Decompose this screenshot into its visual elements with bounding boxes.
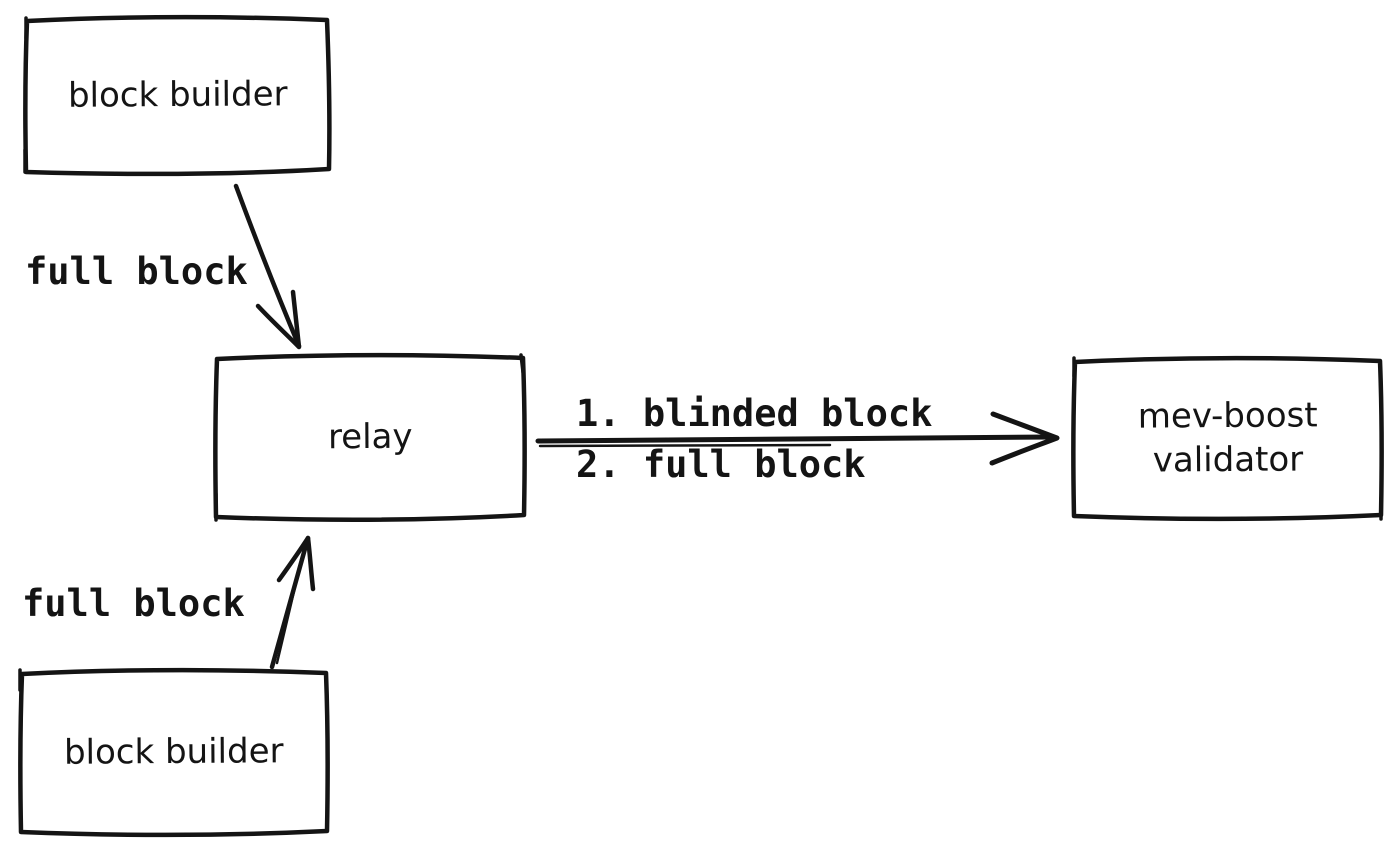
node-box-relay-overshoot	[214, 353, 525, 522]
edge-label-full-block-right[interactable]: 2. full block	[576, 443, 866, 486]
node-validator-label-line2: validator	[1152, 439, 1303, 482]
node-box-validator-overshoot	[1072, 356, 1383, 521]
node-relay[interactable]: relay	[215, 357, 525, 517]
edge-label-full-block-top[interactable]: full block	[25, 250, 248, 293]
arrow-relay-to-validator[interactable]	[535, 411, 1060, 466]
node-block-builder-top[interactable]: block builder	[25, 18, 330, 173]
arrow-bottom-builder-to-relay[interactable]	[269, 535, 316, 670]
node-box-block-builder-top[interactable]	[23, 14, 332, 177]
node-validator[interactable]: mev-boost validator	[1073, 360, 1382, 517]
node-block-builder-bottom-label: block builder	[64, 731, 284, 774]
node-box-block-builder-bottom[interactable]	[18, 667, 330, 838]
arrow-top-builder-to-relay[interactable]	[233, 183, 302, 350]
node-block-builder-bottom[interactable]: block builder	[20, 672, 328, 833]
node-block-builder-top-label: block builder	[67, 74, 288, 117]
node-validator-label: mev-boost validator	[1137, 394, 1317, 484]
node-box-block-builder-top-overshoot	[23, 16, 28, 174]
edge-label-blinded-block[interactable]: 1. blinded block	[576, 392, 933, 435]
node-box-relay[interactable]	[213, 352, 527, 523]
node-relay-label: relay	[327, 416, 413, 458]
edge-label-full-block-bottom[interactable]: full block	[22, 582, 245, 625]
node-validator-label-line1: mev-boost	[1137, 395, 1318, 437]
